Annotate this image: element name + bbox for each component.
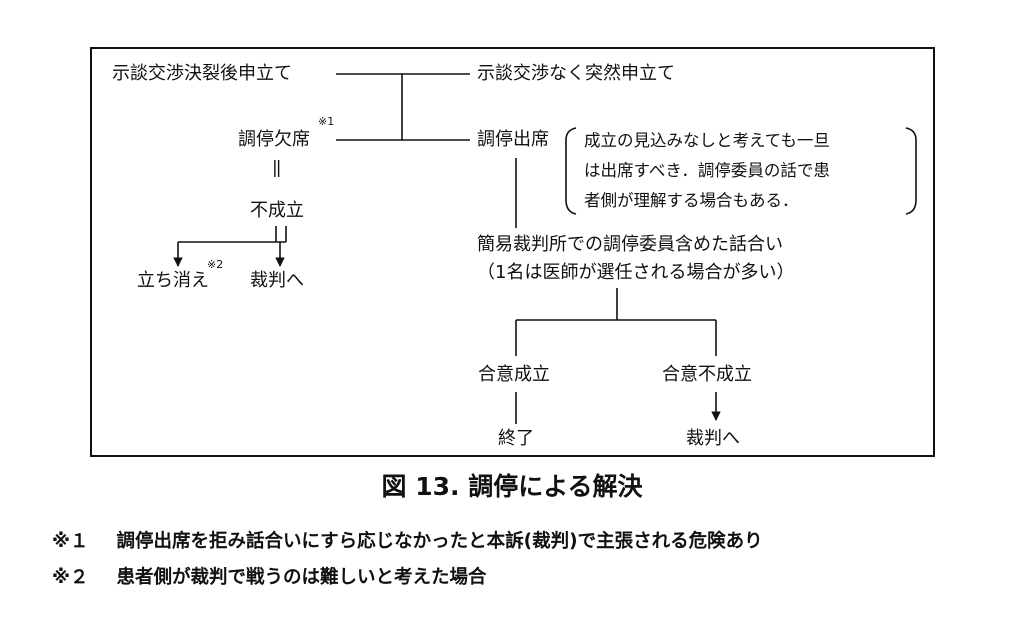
node-ketsuretsu: 示談交渉決裂後申立て bbox=[112, 63, 292, 84]
node-goi-fuseiritsu: 合意不成立 bbox=[662, 364, 752, 385]
node-saiban-right: 裁判へ bbox=[686, 428, 740, 449]
footnote-2: ※２ 患者側が裁判で戦うのは難しいと考えた場合 bbox=[52, 567, 487, 588]
figure-caption: 図 13. 調停による解決 bbox=[381, 472, 643, 501]
footnote-1-text: 調停出席を拒み話合いにすら応じなかったと本訴(裁判)で主張される危険あり bbox=[116, 531, 763, 552]
note-line-1: 成立の見込みなしと考えても一旦 bbox=[584, 131, 830, 150]
footnote-2-mark: ※２ bbox=[52, 567, 89, 588]
note-line-3: 者側が理解する場合もある． bbox=[584, 191, 799, 210]
node-totsuzen: 示談交渉なく突然申立て bbox=[477, 63, 675, 84]
node-goi-seiritsu: 合意成立 bbox=[478, 364, 550, 385]
node-hanashiai-1: 簡易裁判所での調停委員含めた話合い bbox=[477, 234, 783, 255]
note-line-2: は出席すべき．調停委員の話で患 bbox=[584, 161, 830, 180]
footnote-1: ※１ 調停出席を拒み話合いにすら応じなかったと本訴(裁判)で主張される危険あり bbox=[52, 531, 763, 552]
equal-mark: || bbox=[272, 158, 282, 178]
note-bracket-right bbox=[905, 127, 917, 215]
node-saiban-left: 裁判へ bbox=[250, 270, 304, 291]
note-bracket-left bbox=[565, 127, 577, 215]
diagram-frame bbox=[90, 47, 935, 457]
mark-2: ※2 bbox=[207, 258, 224, 271]
node-fuseiritsu: 不成立 bbox=[250, 200, 304, 221]
node-kesseki: 調停欠席 bbox=[238, 129, 310, 150]
node-tachikie: 立ち消え bbox=[137, 270, 209, 291]
mark-1: ※1 bbox=[318, 115, 335, 128]
footnote-1-mark: ※１ bbox=[52, 531, 89, 552]
node-shuryo: 終了 bbox=[498, 428, 534, 449]
note-text: 成立の見込みなしと考えても一旦 は出席すべき．調停委員の話で患 者側が理解する場… bbox=[584, 126, 904, 216]
footnote-2-text: 患者側が裁判で戦うのは難しいと考えた場合 bbox=[116, 567, 487, 588]
node-shusseki: 調停出席 bbox=[477, 129, 549, 150]
node-hanashiai-2: （1名は医師が選任される場合が多い） bbox=[477, 262, 795, 283]
